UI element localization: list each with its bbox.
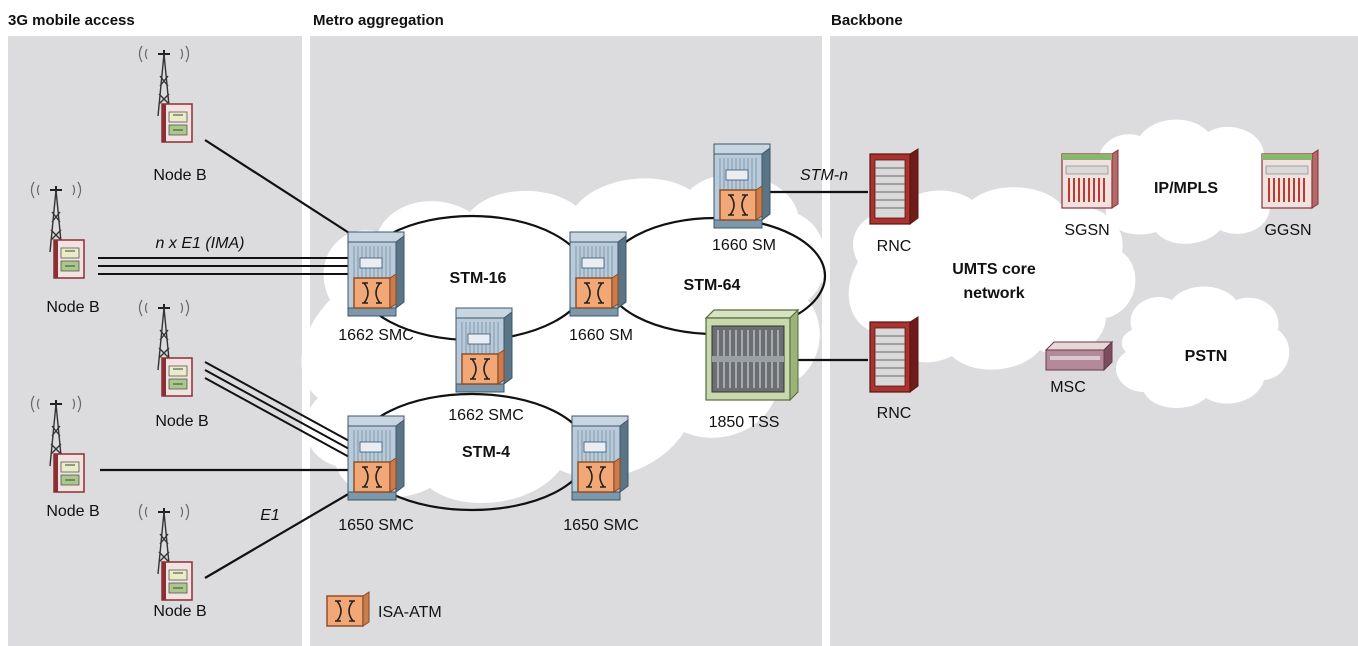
device-ggsn (1261, 149, 1319, 209)
node-b-4-label: Node B (46, 503, 99, 520)
device-1660-sm-top (714, 144, 770, 228)
node-b-5-label: Node B (153, 603, 206, 620)
label-stm4: STM-4 (462, 444, 510, 461)
label-1660-sm-ring: 1660 SM (569, 327, 633, 344)
device-msc (1044, 340, 1114, 372)
link-e1 (204, 485, 363, 579)
link-nxe1 (98, 257, 362, 275)
label-1662-smc-mid: 1662 SMC (448, 407, 524, 424)
device-1850-tss (704, 308, 800, 402)
legend-isa-atm-label: ISA-ATM (378, 604, 442, 621)
label-rnc-bottom: RNC (877, 405, 912, 422)
label-ipmpls: IP/MPLS (1154, 180, 1218, 197)
label-1660-sm-top: 1660 SM (712, 237, 776, 254)
device-rnc-bottom (869, 316, 919, 393)
node-b-1-label: Node B (153, 167, 206, 184)
access-panel (8, 36, 302, 646)
label-umts-line2: network (963, 285, 1024, 302)
label-1650-smc-left: 1650 SMC (338, 517, 414, 534)
label-rnc-top: RNC (877, 238, 912, 255)
link-nodeb3 (204, 361, 363, 465)
label-stmn: STM-n (800, 167, 848, 184)
device-1660-sm-ring (570, 232, 626, 316)
label-ggsn: GGSN (1264, 222, 1311, 239)
label-nxe1: n x E1 (IMA) (156, 235, 245, 252)
link-nodeb1 (204, 139, 361, 241)
node-b-3-label: Node B (155, 413, 208, 430)
section-title-access: 3G mobile access (8, 12, 135, 29)
label-stm64: STM-64 (684, 277, 741, 294)
section-title-metro: Metro aggregation (313, 12, 444, 29)
device-1650-smc-left (348, 416, 404, 500)
label-1650-smc-right: 1650 SMC (563, 517, 639, 534)
device-1662-smc-top (348, 232, 404, 316)
label-e1: E1 (260, 507, 280, 524)
label-stm16: STM-16 (450, 270, 507, 287)
node-b-2-label: Node B (46, 299, 99, 316)
umts-cloud (848, 187, 1136, 370)
label-sgsn: SGSN (1064, 222, 1109, 239)
pstn-cloud (1115, 286, 1290, 409)
metro-cloud (301, 174, 826, 503)
legend-isa-atm-icon (326, 591, 370, 627)
device-rnc-top (869, 148, 919, 225)
label-umts-line1: UMTS core (952, 261, 1036, 278)
label-1662-smc-top: 1662 SMC (338, 327, 414, 344)
ipmpls-cloud (1086, 119, 1286, 244)
label-pstn: PSTN (1185, 348, 1228, 365)
device-1650-smc-right (572, 416, 628, 500)
section-title-backbone: Backbone (831, 12, 903, 29)
label-msc: MSC (1050, 379, 1086, 396)
device-sgsn (1061, 149, 1119, 209)
label-1850-tss: 1850 TSS (709, 414, 780, 431)
device-1662-smc-mid (456, 308, 512, 392)
